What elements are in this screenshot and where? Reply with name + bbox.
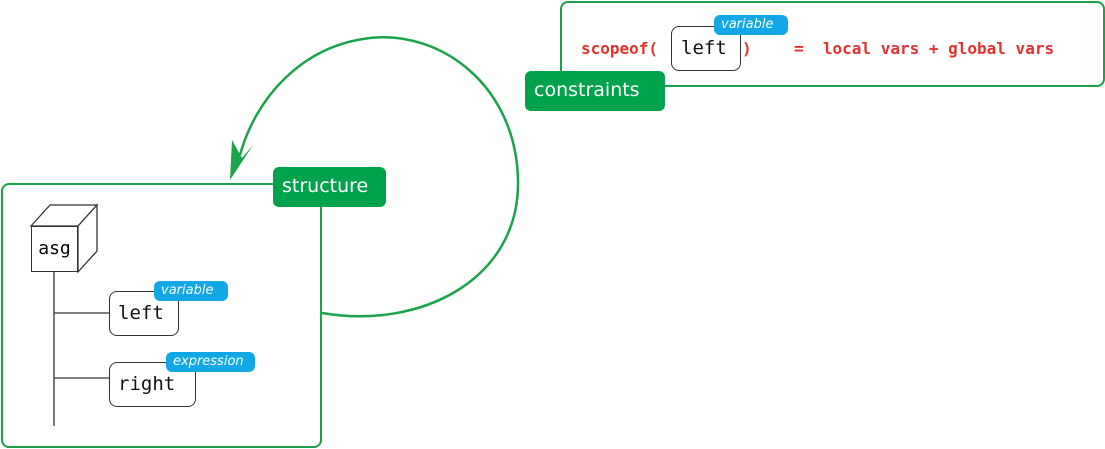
scopeof-rhs: = local vars + global vars — [794, 39, 1055, 58]
left-variable-tag: variable — [154, 281, 228, 301]
scopeof-arg-text: left — [681, 37, 727, 59]
right-node: right — [109, 362, 196, 407]
constraints-label: constraints — [525, 71, 665, 111]
right-expression-tag: expression — [166, 352, 255, 372]
scopeof-close: ) — [742, 39, 752, 58]
structure-label: structure — [273, 167, 386, 207]
asg-root-text: asg — [38, 238, 71, 259]
asg-root-node: asg — [31, 226, 78, 272]
left-node-text: left — [118, 302, 164, 324]
variable-tag: variable — [714, 15, 788, 35]
scopeof-prefix: scopeof( — [581, 39, 659, 58]
right-node-text: right — [118, 373, 176, 395]
